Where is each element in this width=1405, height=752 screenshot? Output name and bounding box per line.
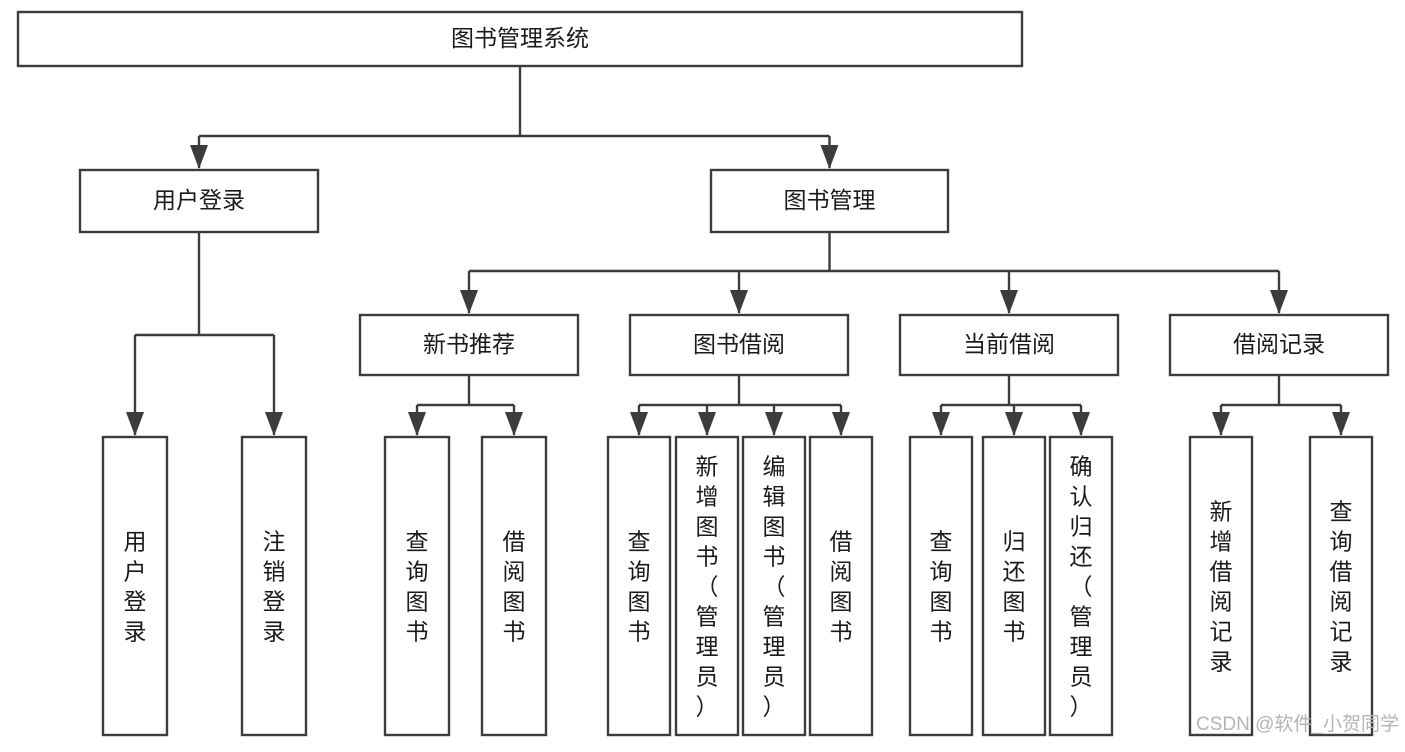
conn-new-book-rec-arrowhead-1 (505, 412, 523, 436)
conn-root-arrowhead-0 (190, 145, 208, 169)
node-leaf-borrow-book-rec-box[interactable] (480, 435, 548, 737)
node-current-borrow-label: 当前借阅 (963, 331, 1055, 357)
conn-book-borrow-arrowhead-3 (832, 412, 850, 436)
conn-borrow-record-arrowhead-1 (1332, 412, 1350, 436)
conn-book-manage-arrowhead-3 (1270, 290, 1288, 314)
node-leaf-return-book-label: 归还图书 (1003, 528, 1026, 644)
node-user-login-label: 用户登录 (153, 187, 245, 213)
node-leaf-confirm-return-label: 确认归还（管理员） (1070, 453, 1093, 719)
node-leaf-return-book[interactable]: 归还图书 (981, 435, 1047, 737)
node-leaf-confirm-return-box[interactable] (1048, 435, 1114, 737)
conn-root-arrowhead-1 (820, 145, 839, 169)
conn-book-borrow-arrowhead-0 (630, 412, 648, 436)
node-book-borrow-box[interactable] (628, 313, 850, 377)
conn-current-borrow-arrowhead-1 (1005, 412, 1023, 436)
node-leaf-borrow-book-label: 借阅图书 (830, 528, 853, 644)
node-book-manage[interactable]: 图书管理 (709, 168, 950, 234)
csdn-watermark: CSDN @软件_小贺同学 (1196, 713, 1399, 735)
conn-borrow-record-arrowhead-0 (1212, 412, 1230, 436)
node-leaf-query-book-cur-box[interactable] (908, 435, 974, 737)
connectors-layer (126, 66, 1350, 436)
node-leaf-logout-box[interactable] (240, 435, 308, 737)
node-leaf-query-borrow-record-label: 查询借阅记录 (1330, 498, 1353, 674)
node-leaf-user-login-label: 用户登录 (124, 528, 147, 644)
node-leaf-query-book-cur-label: 查询图书 (930, 528, 953, 644)
node-leaf-user-login-box[interactable] (101, 435, 169, 737)
node-leaf-add-borrow-record-box[interactable] (1188, 435, 1254, 737)
node-leaf-logout-label: 注销登录 (263, 528, 286, 644)
node-leaf-edit-book-label: 编辑图书（管理员） (763, 453, 786, 719)
conn-book-manage-arrowhead-0 (460, 290, 478, 314)
node-leaf-query-book-borrow-label: 查询图书 (628, 528, 651, 644)
node-leaf-add-book-box[interactable] (674, 435, 740, 737)
node-leaf-add-borrow-record-label: 新增借阅记录 (1210, 498, 1233, 674)
node-current-borrow-box[interactable] (898, 313, 1120, 377)
node-leaf-query-book-cur[interactable]: 查询图书 (908, 435, 974, 737)
node-leaf-return-book-box[interactable] (981, 435, 1047, 737)
node-leaf-query-book-rec-box[interactable] (383, 435, 451, 737)
node-leaf-user-login[interactable]: 用户登录 (101, 435, 169, 737)
node-leaf-borrow-book-rec[interactable]: 借阅图书 (480, 435, 548, 737)
conn-current-borrow-arrowhead-2 (1072, 412, 1090, 436)
node-new-book-rec-box[interactable] (358, 313, 580, 377)
node-leaf-query-borrow-record[interactable]: 查询借阅记录 (1308, 435, 1374, 737)
node-leaf-add-book-label: 新增图书（管理员） (696, 453, 719, 719)
node-user-login[interactable]: 用户登录 (78, 168, 320, 234)
node-leaf-query-book-rec-label: 查询图书 (406, 528, 429, 644)
node-leaf-query-book-borrow-box[interactable] (606, 435, 672, 737)
conn-book-manage-arrowhead-2 (1000, 290, 1018, 314)
nodes-layer: 图书管理系统用户登录图书管理新书推荐图书借阅当前借阅借阅记录用户登录注销登录查询… (16, 10, 1390, 737)
node-root-label: 图书管理系统 (451, 25, 589, 51)
node-leaf-query-book-rec[interactable]: 查询图书 (383, 435, 451, 737)
node-book-borrow-label: 图书借阅 (693, 331, 785, 357)
conn-user-login-arrowhead-1 (265, 412, 283, 436)
node-borrow-record-box[interactable] (1168, 313, 1390, 377)
node-leaf-add-book[interactable]: 新增图书（管理员） (674, 435, 740, 737)
conn-new-book-rec-arrowhead-0 (408, 412, 426, 436)
node-leaf-query-borrow-record-box[interactable] (1308, 435, 1374, 737)
node-leaf-borrow-book[interactable]: 借阅图书 (808, 435, 874, 737)
conn-book-borrow-arrowhead-1 (698, 412, 716, 436)
node-leaf-edit-book-box[interactable] (741, 435, 807, 737)
node-leaf-edit-book[interactable]: 编辑图书（管理员） (741, 435, 807, 737)
node-root-box[interactable] (16, 10, 1024, 68)
conn-book-borrow-arrowhead-2 (765, 412, 783, 436)
node-leaf-borrow-book-rec-label: 借阅图书 (503, 528, 526, 644)
conn-current-borrow-arrowhead-0 (932, 412, 950, 436)
node-root[interactable]: 图书管理系统 (16, 10, 1024, 68)
node-borrow-record-label: 借阅记录 (1233, 331, 1325, 357)
node-leaf-confirm-return[interactable]: 确认归还（管理员） (1048, 435, 1114, 737)
node-borrow-record[interactable]: 借阅记录 (1168, 313, 1390, 377)
conn-user-login-arrowhead-0 (126, 412, 144, 436)
conn-book-manage-arrowhead-1 (730, 290, 748, 314)
node-book-borrow[interactable]: 图书借阅 (628, 313, 850, 377)
node-user-login-box[interactable] (78, 168, 320, 234)
node-leaf-query-book-borrow[interactable]: 查询图书 (606, 435, 672, 737)
node-leaf-logout[interactable]: 注销登录 (240, 435, 308, 737)
node-book-manage-label: 图书管理 (784, 187, 876, 213)
node-new-book-rec-label: 新书推荐 (423, 331, 515, 357)
node-current-borrow[interactable]: 当前借阅 (898, 313, 1120, 377)
node-book-manage-box[interactable] (709, 168, 950, 234)
node-leaf-borrow-book-box[interactable] (808, 435, 874, 737)
node-new-book-rec[interactable]: 新书推荐 (358, 313, 580, 377)
node-leaf-add-borrow-record[interactable]: 新增借阅记录 (1188, 435, 1254, 737)
